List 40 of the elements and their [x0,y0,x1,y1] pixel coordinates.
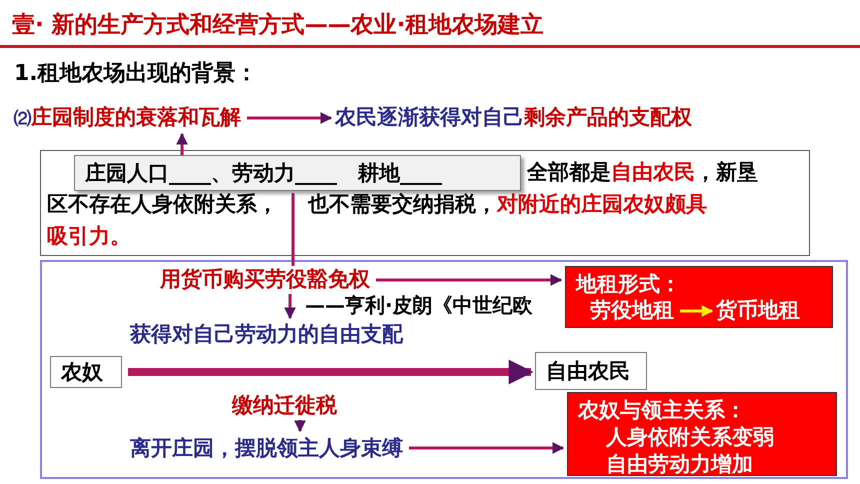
flow-text: 离开庄园，摆脱领主人身束缚 [130,436,403,460]
callout-line: 人身依附关系变弱 [606,424,774,451]
item-number: ⑵ [14,109,31,129]
callout-heading: 地租形式： [576,271,681,298]
flow-text: 货币地租 [716,298,800,322]
flow-text: 缴纳迁徙税 [232,393,337,417]
paragraph-text: ，新垦 [695,160,758,184]
callout-box [565,266,833,328]
paragraph-text: 对附近的庄园农奴颇具 [497,192,707,216]
citation-text: ——亨利·皮朗《中世纪欧 [305,292,533,319]
paragraph-text: 区不存在人身依附关系， [47,192,278,216]
arrow [284,294,296,320]
flow-text: 剩余产品的支配权 [524,105,692,129]
connector-line [292,193,294,266]
arrow [409,442,564,454]
paragraph-text: 全部都是 [527,160,611,184]
flow-text: 用货币购买劳役豁免权 [160,267,370,291]
callout-box [567,392,837,476]
term-box: 农奴 [50,356,122,388]
fill-in-box: 庄园人口____、劳动力____ 耕地____ [74,155,521,191]
paragraph-text: 自由农民 [611,160,695,184]
section-heading: 1.租地农场出现的背景： [14,60,258,88]
arrow [176,132,188,155]
arrow [247,112,332,124]
paragraph-box [40,150,810,256]
arrow [294,420,306,432]
flow-text: 获得对自己劳动力的自由支配 [130,322,403,346]
term-box: 自由农民 [535,352,647,390]
paragraph-text: 也不需要交纳捐税， [308,192,497,216]
callout-line: 自由劳动力增加 [606,451,753,478]
flow-text: 劳役地租 [590,298,674,322]
callout-heading: 农奴与领主关系： [578,397,746,424]
arrow [128,360,534,384]
flow-text: 农民逐渐获得对自己 [335,105,524,129]
arrow [680,305,714,317]
slide-title: 壹· 新的生产方式和经营方式——农业·租地农场建立 [12,11,544,40]
paragraph-text: 吸引力。 [47,224,131,248]
panel-frame [40,260,848,479]
arrow [376,274,562,286]
flow-text: 庄园制度的衰落和瓦解 [31,105,241,129]
